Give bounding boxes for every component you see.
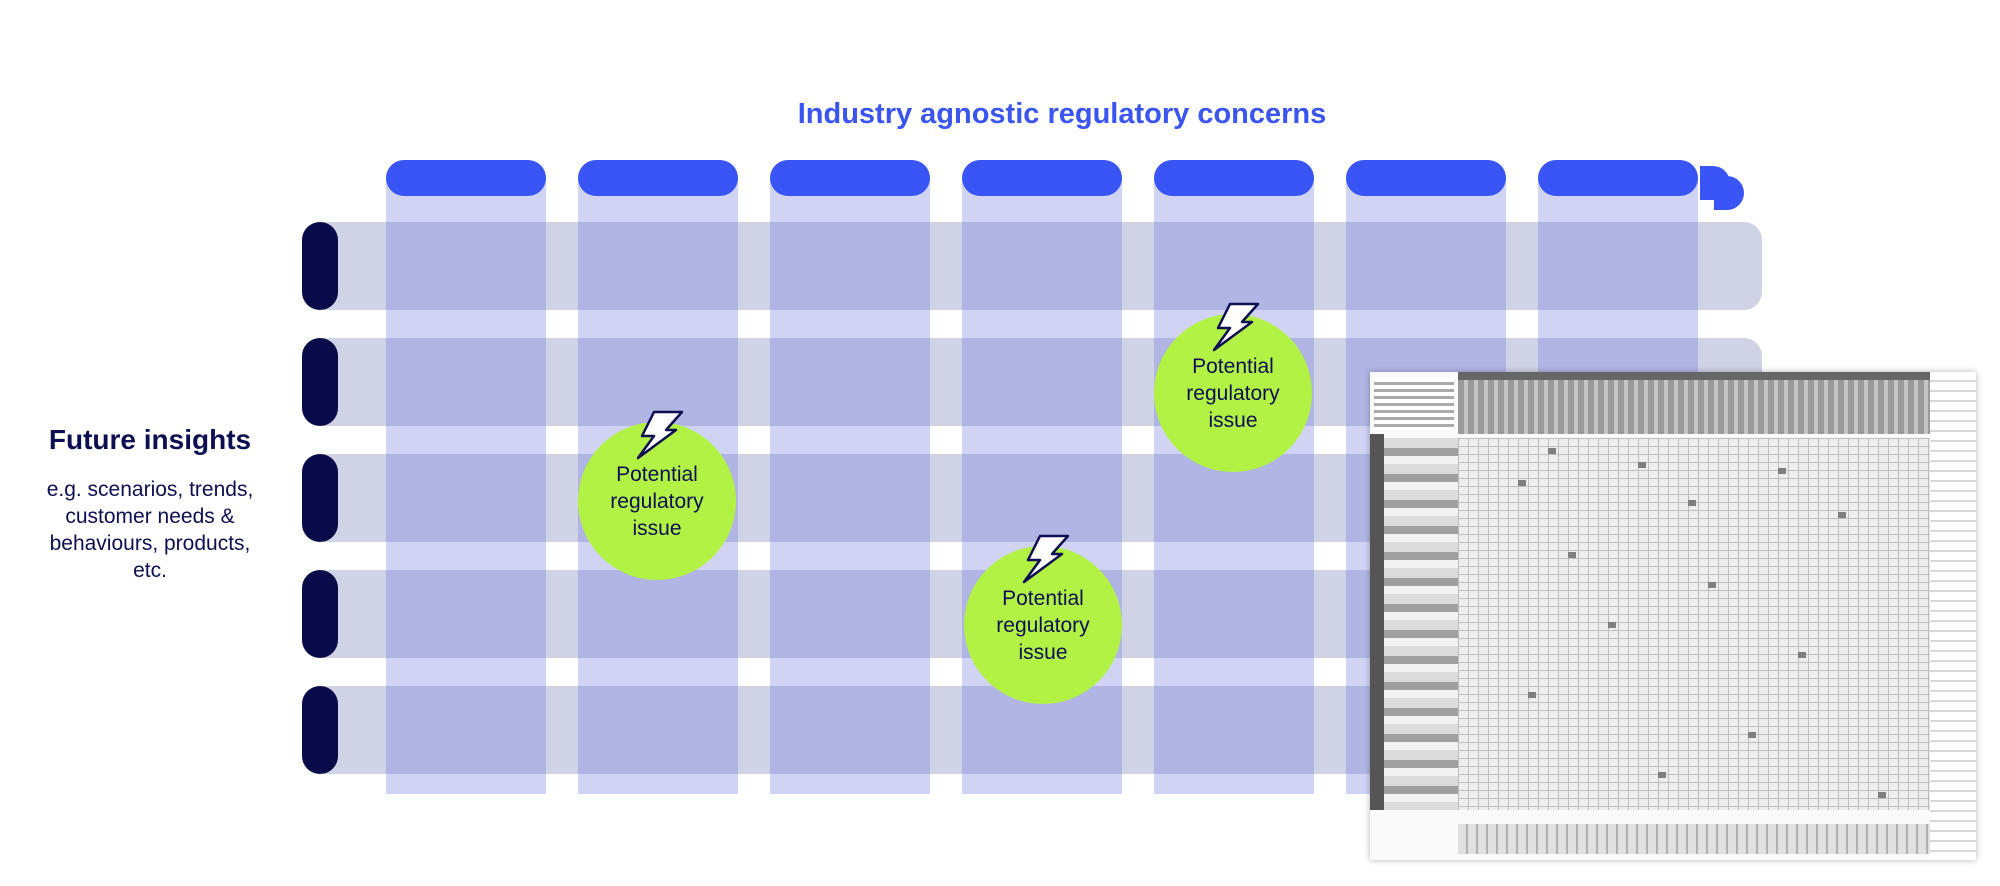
sheet-mark xyxy=(1708,582,1716,588)
sheet-header xyxy=(1458,372,1954,434)
column-header xyxy=(386,160,546,196)
sheet-mark xyxy=(1608,622,1616,628)
column-band xyxy=(770,176,930,794)
sheet-mark xyxy=(1838,512,1846,518)
sheet-mark xyxy=(1548,448,1556,454)
column-header xyxy=(1154,160,1314,196)
left-panel-body: e.g. scenarios, trends, customer needs &… xyxy=(46,478,254,582)
row-band xyxy=(302,222,1762,310)
sheet-right-panel xyxy=(1930,372,1976,860)
sheet-legend xyxy=(1374,378,1454,430)
column-band xyxy=(386,176,546,794)
column-header xyxy=(578,160,738,196)
sheet-mark xyxy=(1798,652,1806,658)
row-cap xyxy=(302,570,338,658)
sheet-side-bar xyxy=(1370,434,1384,810)
column-band xyxy=(1154,176,1314,794)
lightning-bolt-icon xyxy=(1212,302,1260,352)
bubble-label: Potential regulatory issue xyxy=(1186,354,1280,432)
spreadsheet-thumbnail xyxy=(1370,372,1976,860)
sheet-mark xyxy=(1568,552,1576,558)
row-cap xyxy=(302,686,338,774)
sheet-mark xyxy=(1518,480,1526,486)
row-cap xyxy=(302,338,338,426)
sheet-mark xyxy=(1658,772,1666,778)
lightning-bolt-icon xyxy=(1022,534,1070,584)
column-header xyxy=(962,160,1122,196)
bubble-label: Potential regulatory issue xyxy=(610,462,704,540)
lightning-bolt-icon xyxy=(636,410,684,460)
sheet-topbar xyxy=(1458,372,1954,380)
sheet-grid xyxy=(1458,438,1954,810)
sheet-mark xyxy=(1748,732,1756,738)
row-cap xyxy=(302,222,338,310)
regulatory-issue-bubble: Potential regulatory issue xyxy=(964,546,1122,704)
left-panel-title: Future insights xyxy=(48,424,252,455)
column-stack-edge xyxy=(1714,176,1744,210)
column-header xyxy=(1538,160,1698,196)
sheet-row-labels xyxy=(1384,438,1458,810)
bubble-label: Potential regulatory issue xyxy=(996,586,1090,664)
row-cap xyxy=(302,454,338,542)
sheet-mark xyxy=(1638,462,1646,468)
sheet-footer xyxy=(1458,824,1954,854)
column-header xyxy=(770,160,930,196)
regulatory-issue-bubble: Potential regulatory issue xyxy=(1154,314,1312,472)
regulatory-issue-bubble: Potential regulatory issue xyxy=(578,422,736,580)
diagram-title: Industry agnostic regulatory concerns xyxy=(797,98,1327,130)
column-header xyxy=(1346,160,1506,196)
sheet-mark xyxy=(1528,692,1536,698)
sheet-mark xyxy=(1688,500,1696,506)
sheet-mark xyxy=(1778,468,1786,474)
sheet-mark xyxy=(1878,792,1886,798)
